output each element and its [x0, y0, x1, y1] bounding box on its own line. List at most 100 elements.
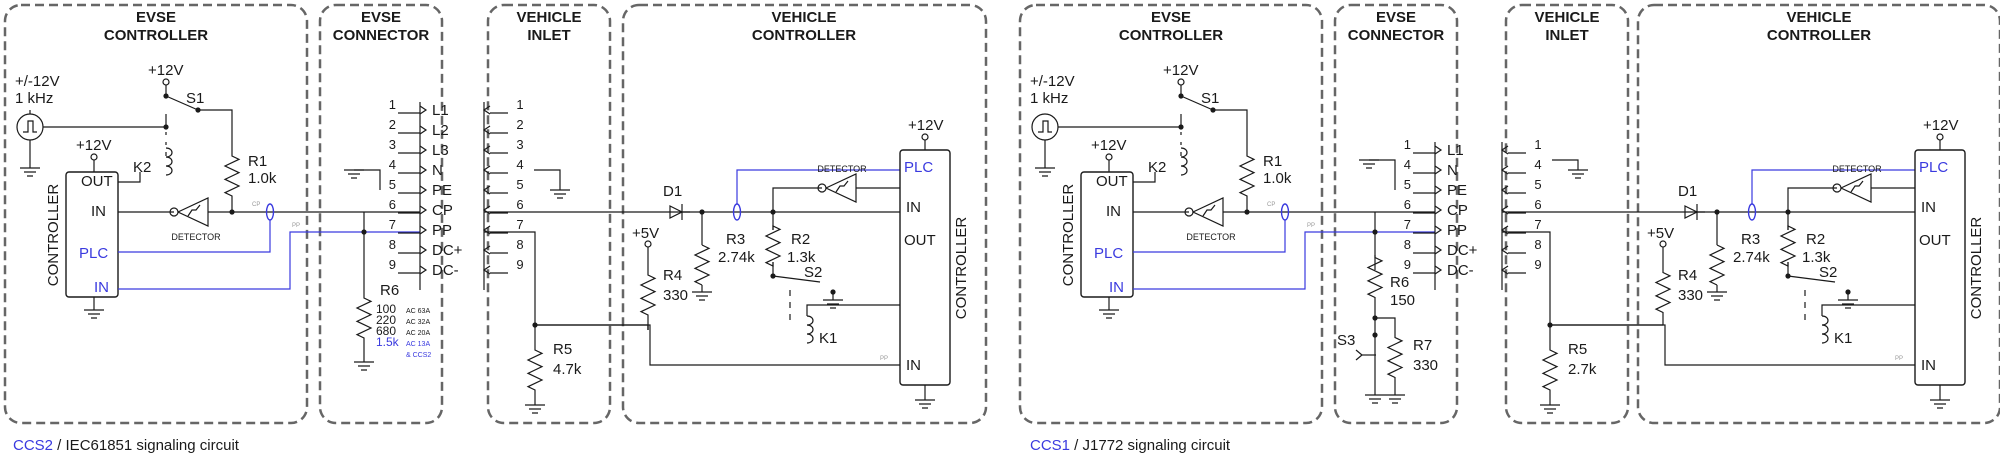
wire: [484, 231, 536, 325]
detector-buffer: [176, 197, 209, 227]
vehicle-controller-in-label: IN: [1921, 199, 1936, 216]
caption-text: / IEC61851 signaling circuit: [53, 437, 240, 454]
resistor-symbol: [764, 225, 782, 267]
connector-pin-name: L1: [1447, 142, 1464, 159]
connector-pin-name: DC+: [432, 242, 463, 259]
junction-dot: [830, 289, 836, 295]
right-caption: CCS1 / J1772 signaling circuit: [1030, 437, 1231, 454]
ccs2-link[interactable]: CCS2: [13, 437, 53, 454]
connector-pin-name: DC-: [1447, 262, 1474, 279]
r6-note: AC 63A: [406, 308, 430, 315]
r4-value: 330: [1678, 287, 1703, 304]
wire: [1552, 159, 1579, 170]
cp-tag: CP: [1267, 202, 1275, 208]
controller-name: CONTROLLER: [45, 184, 62, 287]
ground-symbol: [525, 404, 545, 414]
vehicle-controller-in-label: IN: [906, 199, 921, 216]
d1-diode: [669, 205, 684, 219]
vehicle-controller-box: [1636, 3, 2000, 425]
k1-relay-coil: [806, 315, 814, 344]
r4-label: R4: [1678, 267, 1697, 284]
supply-terminal: [162, 78, 170, 86]
controller-in2-label: IN: [1109, 279, 1124, 296]
detector-buffer: [1191, 197, 1224, 227]
resistor-symbol: [355, 286, 373, 350]
connector-pin-number: 8: [1404, 237, 1411, 252]
evse-controller-block: [1080, 171, 1134, 298]
vehicle-controller-out-label: OUT: [904, 232, 936, 249]
switch-pivot: [1372, 332, 1378, 338]
vehicle-inlet-box: [1504, 3, 1630, 425]
k1-label: K1: [819, 330, 837, 347]
v5-label: +5V: [1647, 225, 1674, 242]
inlet-pin-number: 5: [516, 177, 523, 192]
r7-label: R7: [1413, 337, 1432, 354]
caption-text: / J1772 signaling circuit: [1070, 437, 1231, 454]
controller-name: CONTROLLER: [1060, 184, 1077, 287]
r5-value: 4.7k: [553, 361, 582, 378]
r3-label: R3: [1741, 231, 1760, 248]
switch-supply-label: +12V: [1163, 62, 1198, 79]
vehicle-controller-supply-label: +12V: [1923, 117, 1958, 134]
inlet-pin-number: 3: [516, 137, 523, 152]
connector-pin-number: 4: [389, 157, 396, 172]
pin-chevron: [1434, 265, 1443, 275]
detector-label: DETECTOR: [1186, 232, 1236, 242]
inlet-pin-number: 6: [1534, 197, 1541, 212]
pin-chevron: [1434, 205, 1443, 215]
supply-terminal: [921, 133, 929, 141]
vehicle-detector-label: DETECTOR: [817, 164, 867, 174]
r6-value: 680: [376, 324, 396, 338]
schmitt-mark: [1202, 204, 1216, 217]
vehicle-controller-plc-label: PLC: [904, 159, 933, 176]
resistor-symbol: [1654, 260, 1672, 325]
source-frequency-label: 1 kHz: [15, 90, 53, 107]
junction-dot: [1372, 229, 1378, 235]
d1-label: D1: [663, 183, 682, 200]
connector-pin-number: 1: [1404, 137, 1411, 152]
evse-controller-box: [1018, 3, 1324, 425]
pulse-source-symbol: [16, 113, 44, 141]
ground-symbol: [692, 291, 712, 301]
controller-supply-label: +12V: [1091, 137, 1126, 154]
pp-tag: PP: [1307, 223, 1315, 229]
ground-symbol: [1035, 167, 1055, 177]
ground-symbol: [354, 361, 374, 371]
vehicle-inlet-box: [486, 3, 612, 425]
r6-note: AC 32A: [406, 319, 430, 326]
switch-pivot: [1178, 93, 1184, 99]
vehicle-detector-buffer: [1839, 173, 1872, 203]
connector-pin-name: PP: [432, 222, 452, 239]
connector-pin-number: 6: [389, 197, 396, 212]
cp-tag: CP: [252, 202, 260, 208]
pin-chevron: [419, 225, 428, 235]
switch-lever: [772, 275, 821, 283]
r3-value: 2.74k: [1733, 249, 1770, 266]
ground-symbol: [823, 299, 843, 309]
v5-label: +5V: [632, 225, 659, 242]
wire: [1550, 324, 1915, 366]
supply-terminal: [1105, 153, 1113, 161]
connector-pin-number: 4: [1404, 157, 1411, 172]
junction-dot: [1178, 124, 1184, 130]
r2-value: 1.3k: [1802, 249, 1831, 266]
vehicle-detector-buffer: [824, 173, 857, 203]
wire: [1133, 220, 1286, 253]
vehicle-controller-supply-label: +12V: [908, 117, 943, 134]
inlet-pin-number: 4: [1534, 157, 1541, 172]
ccs1-link[interactable]: CCS1: [1030, 437, 1070, 454]
s2-label: S2: [804, 264, 822, 281]
r2-label: R2: [1806, 231, 1825, 248]
r1-value: 1.0k: [1263, 170, 1292, 187]
wire: [806, 304, 900, 316]
vehicle-controller-in2-label: IN: [906, 357, 921, 374]
ground-symbol: [1099, 309, 1119, 319]
wire: [535, 324, 649, 330]
inlet-pin-number: 8: [1534, 237, 1541, 252]
ground-symbol: [915, 399, 935, 409]
ground-symbol: [1365, 394, 1385, 404]
r2-value: 1.3k: [787, 249, 816, 266]
ground-symbol: [1359, 159, 1379, 169]
junction-dot: [1845, 289, 1851, 295]
pin-chevron: [419, 265, 428, 275]
